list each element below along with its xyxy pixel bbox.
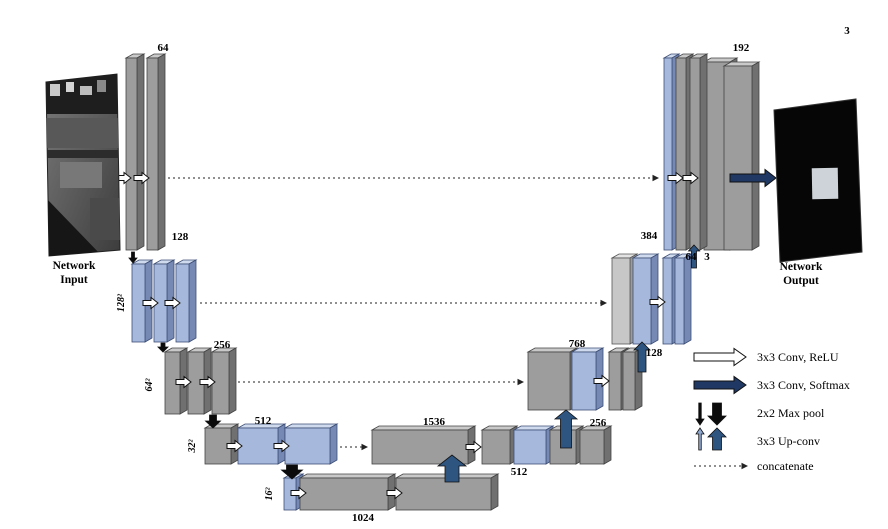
- skip-connections: [168, 174, 659, 451]
- legend-concatenate-label: concatenate: [757, 459, 814, 473]
- upconv-arrow-icon: [633, 341, 651, 373]
- channels-dec-l4-out: 256: [590, 417, 607, 429]
- concat-arrowhead-icon: [600, 299, 607, 307]
- feature-map-box: [124, 53, 146, 251]
- size-l4: 32²: [187, 439, 198, 454]
- conv-relu-arrow-icon: [164, 296, 181, 310]
- feature-maps: [124, 53, 761, 511]
- channels-dec-l3-out: 128: [646, 347, 663, 359]
- concat-arrowhead-icon: [517, 378, 524, 386]
- feature-map-box: [186, 347, 213, 415]
- feature-map-box: [394, 473, 500, 511]
- feature-map-box: [512, 425, 555, 465]
- channels-enc-l2: 128: [172, 231, 189, 243]
- size-l2: 128²: [116, 293, 127, 312]
- legend-max-pool-label: 2x2 Max pool: [757, 406, 825, 420]
- conv-relu-arrow-icon: [133, 171, 150, 185]
- legend-conv-softmax-label: 3x3 Conv, Softmax: [757, 378, 850, 392]
- network-output-label-line1: Network: [780, 261, 823, 273]
- channels-dec-l2-concat: 384: [641, 230, 658, 242]
- feature-map-box: [673, 253, 693, 345]
- feature-map-box: [722, 61, 761, 251]
- size-l5: 16²: [264, 487, 275, 501]
- channels-enc-l1: 64: [158, 42, 170, 54]
- legend-conv-relu-arrow-icon: [693, 347, 747, 367]
- legend-maxpool-thick-arrow-icon: [707, 402, 727, 426]
- network-output-label-line2: Output: [783, 275, 819, 287]
- concat-arrowhead-icon: [361, 443, 368, 451]
- upconv-arrow-icon: [553, 409, 579, 449]
- channels-enc-l3: 256: [214, 339, 231, 351]
- feature-map-box: [578, 425, 613, 465]
- input-image: [45, 73, 121, 257]
- legend-maxpool-thin-arrow-icon: [695, 402, 705, 426]
- concat-arrowhead-icon: [652, 174, 659, 182]
- conv-relu-arrow-icon: [682, 171, 699, 185]
- input-image-detail: [46, 74, 120, 256]
- conv-relu-arrow-icon: [290, 486, 307, 500]
- feature-map-box: [210, 347, 238, 415]
- feature-map-box: [570, 347, 605, 411]
- diagram-labels: 64 128 256 512 1024 1536 512 256 768 128…: [53, 25, 851, 524]
- legend-upconv-thin-arrow-icon: [695, 427, 705, 451]
- network-input-label-line2: Input: [60, 274, 88, 286]
- conv-softmax-arrow-icon: [729, 168, 777, 188]
- feature-map-box: [480, 425, 519, 465]
- legend-conv-softmax-arrow-icon: [693, 375, 747, 395]
- conv-relu-arrow-icon: [273, 439, 290, 453]
- feature-map-box: [526, 347, 579, 411]
- upconv-arrow-icon: [436, 454, 468, 483]
- conv-relu-arrow-icon: [649, 295, 666, 309]
- channels-dec-l2-out: 3: [704, 251, 710, 263]
- legend-up-conv-label: 3x3 Up-conv: [757, 434, 820, 448]
- operation-arrows: [115, 168, 777, 500]
- conv-relu-arrow-icon: [465, 440, 482, 454]
- legend-upconv-thick-arrow-icon: [707, 427, 727, 451]
- channels-enc-l4: 512: [255, 415, 272, 427]
- channels-dec-l1-concat: 192: [733, 42, 750, 54]
- feature-map-box: [298, 473, 397, 511]
- conv-relu-arrow-icon: [667, 171, 684, 185]
- segmentation-mask: [811, 167, 839, 200]
- conv-relu-arrow-icon: [593, 374, 610, 388]
- feature-map-box: [174, 259, 198, 343]
- maxpool-arrow-icon: [128, 251, 138, 264]
- legend-icons: [693, 347, 748, 470]
- feature-map-box: [688, 53, 709, 251]
- channels-dec-l2-conv: 64: [686, 251, 698, 263]
- channels-dec-l3-concat: 768: [569, 338, 586, 350]
- channels-bottleneck: 1024: [352, 512, 375, 524]
- legend-conv-relu-label: 3x3 Conv, ReLU: [757, 350, 839, 364]
- channels-dec-l4-conv: 512: [511, 466, 528, 478]
- maxpool-arrow-icon: [280, 464, 304, 480]
- network-input-label-line1: Network: [53, 260, 96, 272]
- maxpool-arrow-icon: [204, 414, 222, 429]
- conv-relu-arrow-icon: [226, 439, 243, 453]
- conv-relu-arrow-icon: [386, 486, 403, 500]
- channels-dec-l4-concat: 1536: [423, 416, 446, 428]
- feature-map-box: [631, 253, 660, 345]
- maxpool-arrow-icon: [157, 342, 169, 353]
- conv-relu-arrow-icon: [175, 375, 192, 389]
- conv-relu-arrow-icon: [199, 375, 216, 389]
- concat-arrowhead-icon: [741, 462, 748, 470]
- size-l3: 64²: [144, 378, 155, 392]
- channels-output: 3: [844, 25, 850, 37]
- output-image: [773, 98, 863, 263]
- feature-map-box: [370, 425, 477, 465]
- conv-relu-arrow-icon: [142, 296, 159, 310]
- upconv-arrow-icon: [687, 244, 701, 269]
- feature-map-box: [145, 53, 167, 251]
- feature-map-box: [283, 423, 339, 465]
